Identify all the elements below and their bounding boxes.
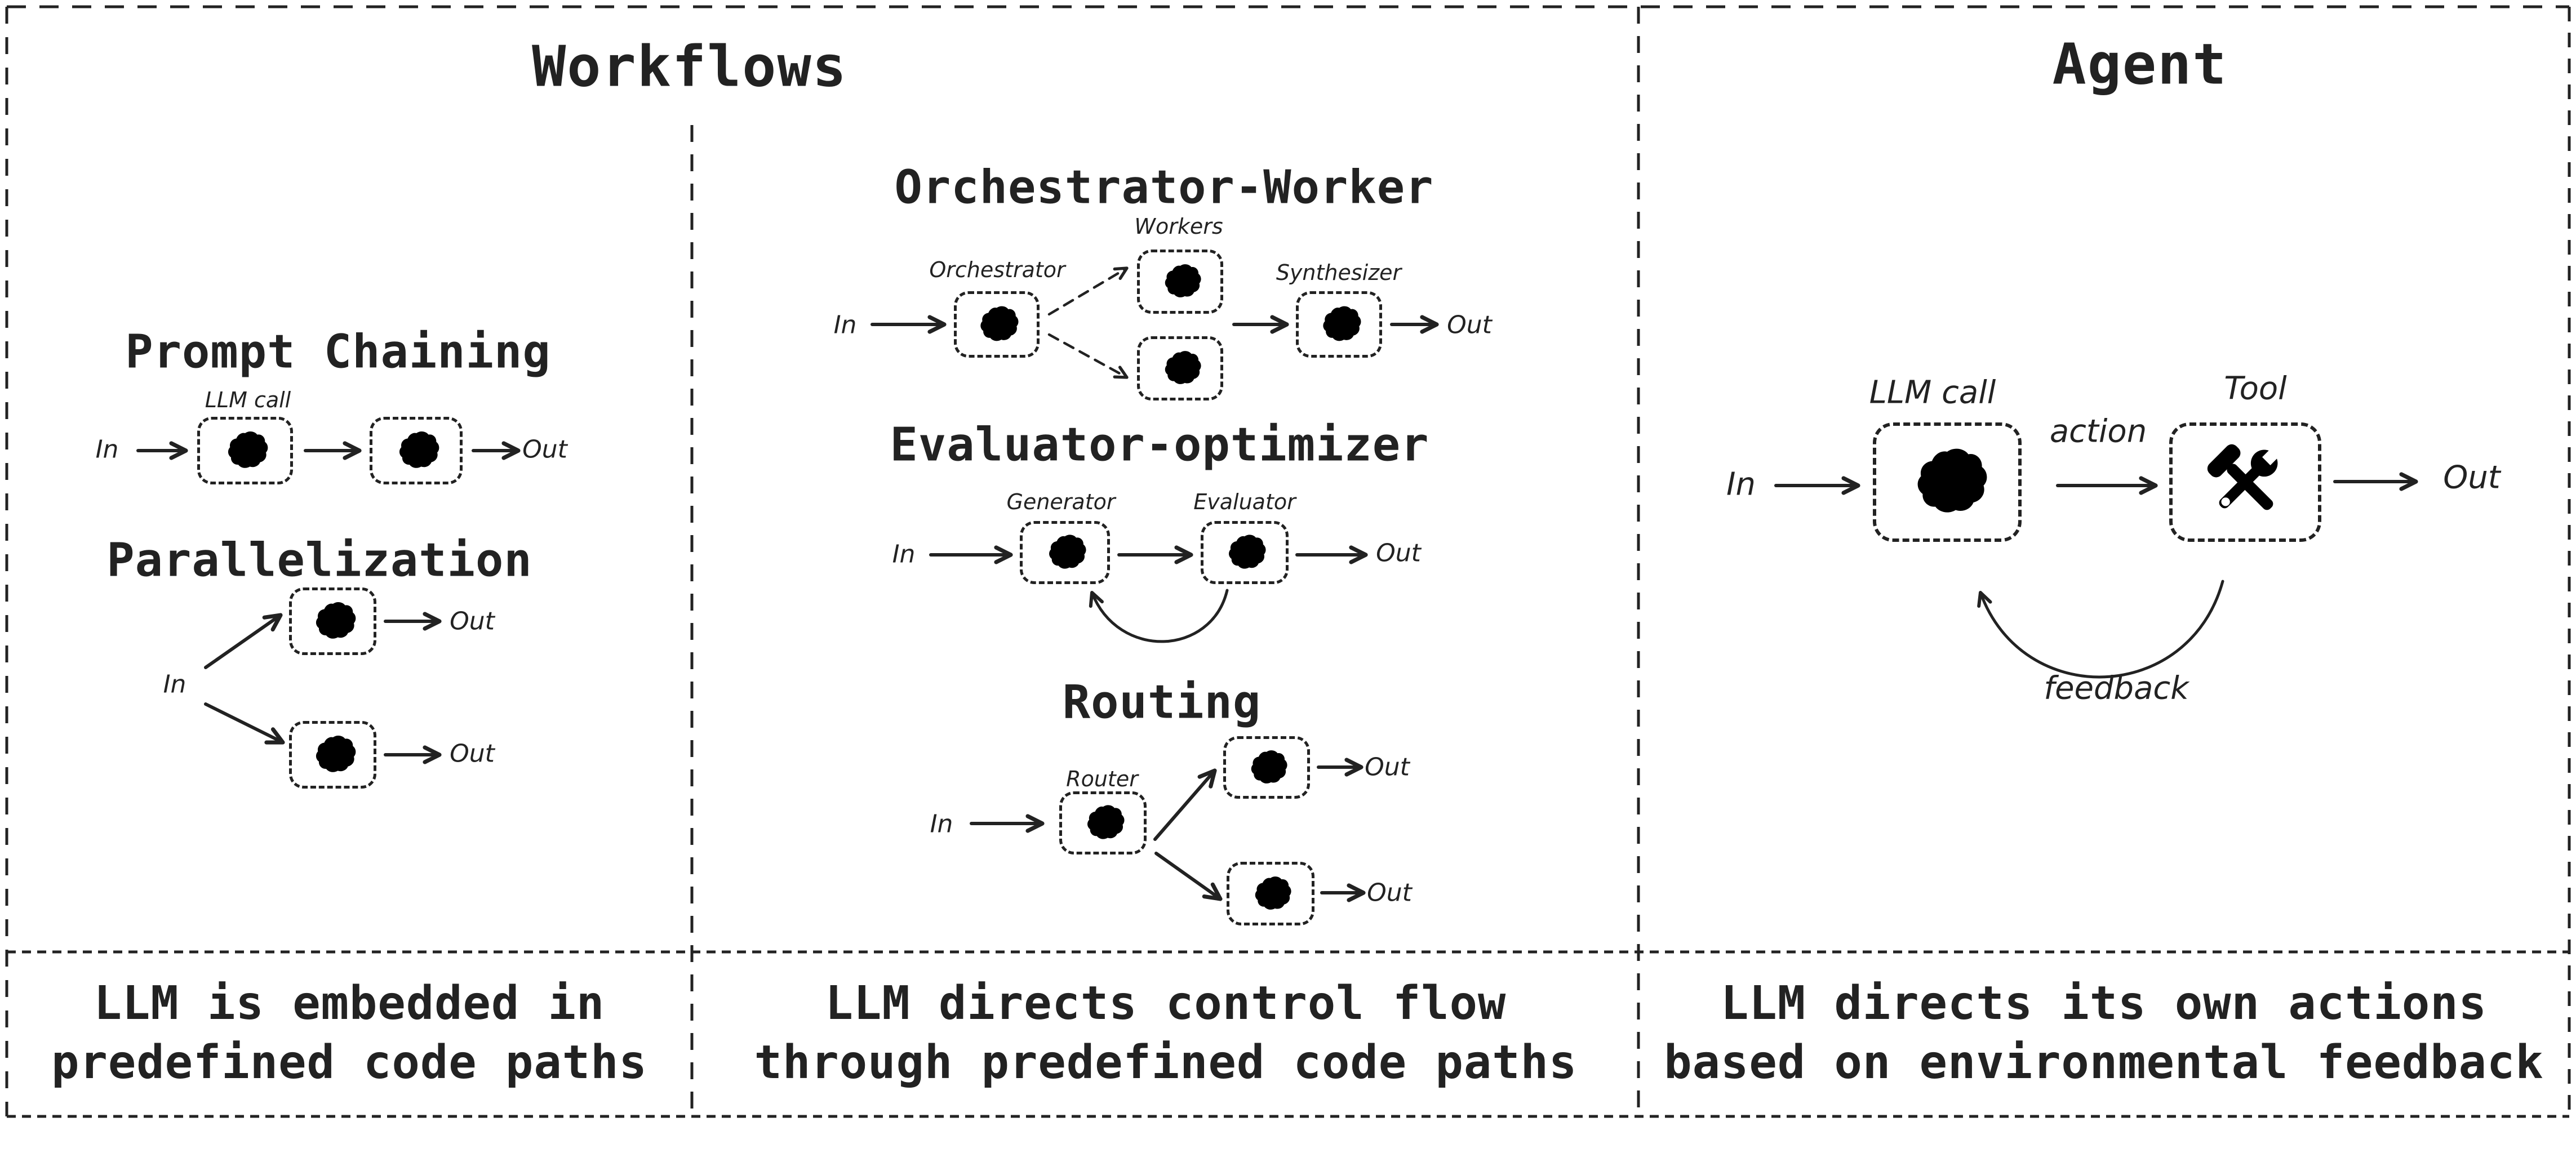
pc-out-label: Out [522,435,567,464]
ag-feedback-curve [1977,580,2224,679]
caption-line: LLM is embedded in [94,977,605,1030]
rt-in-label: In [930,809,953,839]
caption-line: through predefined code paths [754,1035,1578,1089]
agent-tool-label: Tool [2224,370,2287,407]
par-llm-box-2 [289,721,376,789]
caption-workflows-middle: LLM directs control flow through predefi… [709,974,1623,1093]
par-arrow-down [204,702,285,745]
eo-out-label: Out [1376,538,1421,568]
caption-line: predefined code paths [51,1035,647,1089]
agent-feedback-label: feedback [2044,670,2189,707]
agent-llm-call-label: LLM call [1869,374,1996,411]
worker-box-2 [1137,336,1223,400]
workflows-panel-title: Workflows [532,33,847,100]
router-box [1059,791,1147,854]
brain-doodle-icon [1042,530,1087,575]
brain-doodle-icon [309,597,357,645]
worker-box-1 [1137,250,1223,314]
agent-out-label: Out [2443,459,2501,496]
brain-doodle-icon [1158,346,1202,390]
par-arrow-up [204,613,283,669]
brain-doodle-icon [974,301,1020,348]
agent-tool-box [2169,422,2321,542]
hammer-wrench-icon [2197,434,2293,530]
brain-doodle-icon [1905,440,1989,524]
par-out2-label: Out [450,739,495,768]
brain-doodle-icon [1249,872,1293,916]
brain-doodle-icon [392,426,441,475]
caption-line: LLM directs control flow [825,977,1507,1030]
rt-arrow-branch1 [1153,768,1217,841]
brain-doodle-icon [1316,301,1362,348]
caption-workflows-left: LLM is embedded in predefined code paths [23,974,676,1093]
evaluator-optimizer-title: Evaluator-optimizer [890,418,1429,472]
panel-borders [5,5,2571,1118]
par-llm-box-1 [289,587,376,655]
flow-arrows [136,266,2418,902]
caption-line: LLM directs its own actions [1721,977,2487,1030]
brain-doodle-icon [1081,800,1126,845]
ow-in-label: In [833,310,857,340]
rt-out2-label: Out [1367,878,1412,907]
route-dest-box-1 [1223,736,1310,799]
routing-title: Routing [1062,675,1262,729]
agent-in-label: In [1726,466,1756,503]
synthesizer-box [1296,291,1382,358]
pc-llm-box-1 [197,417,293,484]
par-out1-label: Out [450,607,495,636]
brain-doodle-icon [221,426,269,475]
par-in-label: In [163,670,186,699]
parallelization-title: Parallelization [106,533,532,587]
agent-llm-box [1873,422,2022,542]
ow-out-label: Out [1447,310,1492,340]
rt-out1-label: Out [1365,753,1410,782]
ow-arrow-worker2 [1047,333,1129,379]
eo-feedback-curve [1089,589,1229,643]
prompt-chaining-title: Prompt Chaining [125,325,551,379]
generator-box [1020,521,1110,584]
agent-panel-title: Agent [2052,31,2228,97]
caption-agent: LLM directs its own actions based on env… [1651,974,2557,1093]
evaluator-label: Evaluator [1193,489,1296,514]
route-dest-box-2 [1227,862,1314,925]
generator-label: Generator [1006,489,1116,514]
orchestrator-box [954,291,1040,358]
brain-doodle-icon [1222,530,1267,575]
brain-doodle-icon [1158,260,1202,304]
pc-llm-box-2 [370,417,463,484]
ow-arrow-worker1 [1047,266,1129,316]
caption-line: based on environmental feedback [1664,1035,2544,1089]
brain-doodle-icon [309,731,357,779]
brain-doodle-icon [1245,746,1289,790]
synthesizer-label: Synthesizer [1276,260,1402,285]
rt-arrow-branch2 [1154,852,1223,901]
eo-in-label: In [892,540,916,569]
evaluator-box [1201,521,1289,584]
llm-call-label: LLM call [205,388,291,412]
agent-action-label: action [2049,413,2147,450]
workers-label: Workers [1134,214,1223,239]
orchestrator-label: Orchestrator [929,257,1065,282]
router-label: Router [1066,767,1138,791]
orchestrator-worker-title: Orchestrator-Worker [894,161,1434,215]
pc-in-label: In [95,435,119,464]
